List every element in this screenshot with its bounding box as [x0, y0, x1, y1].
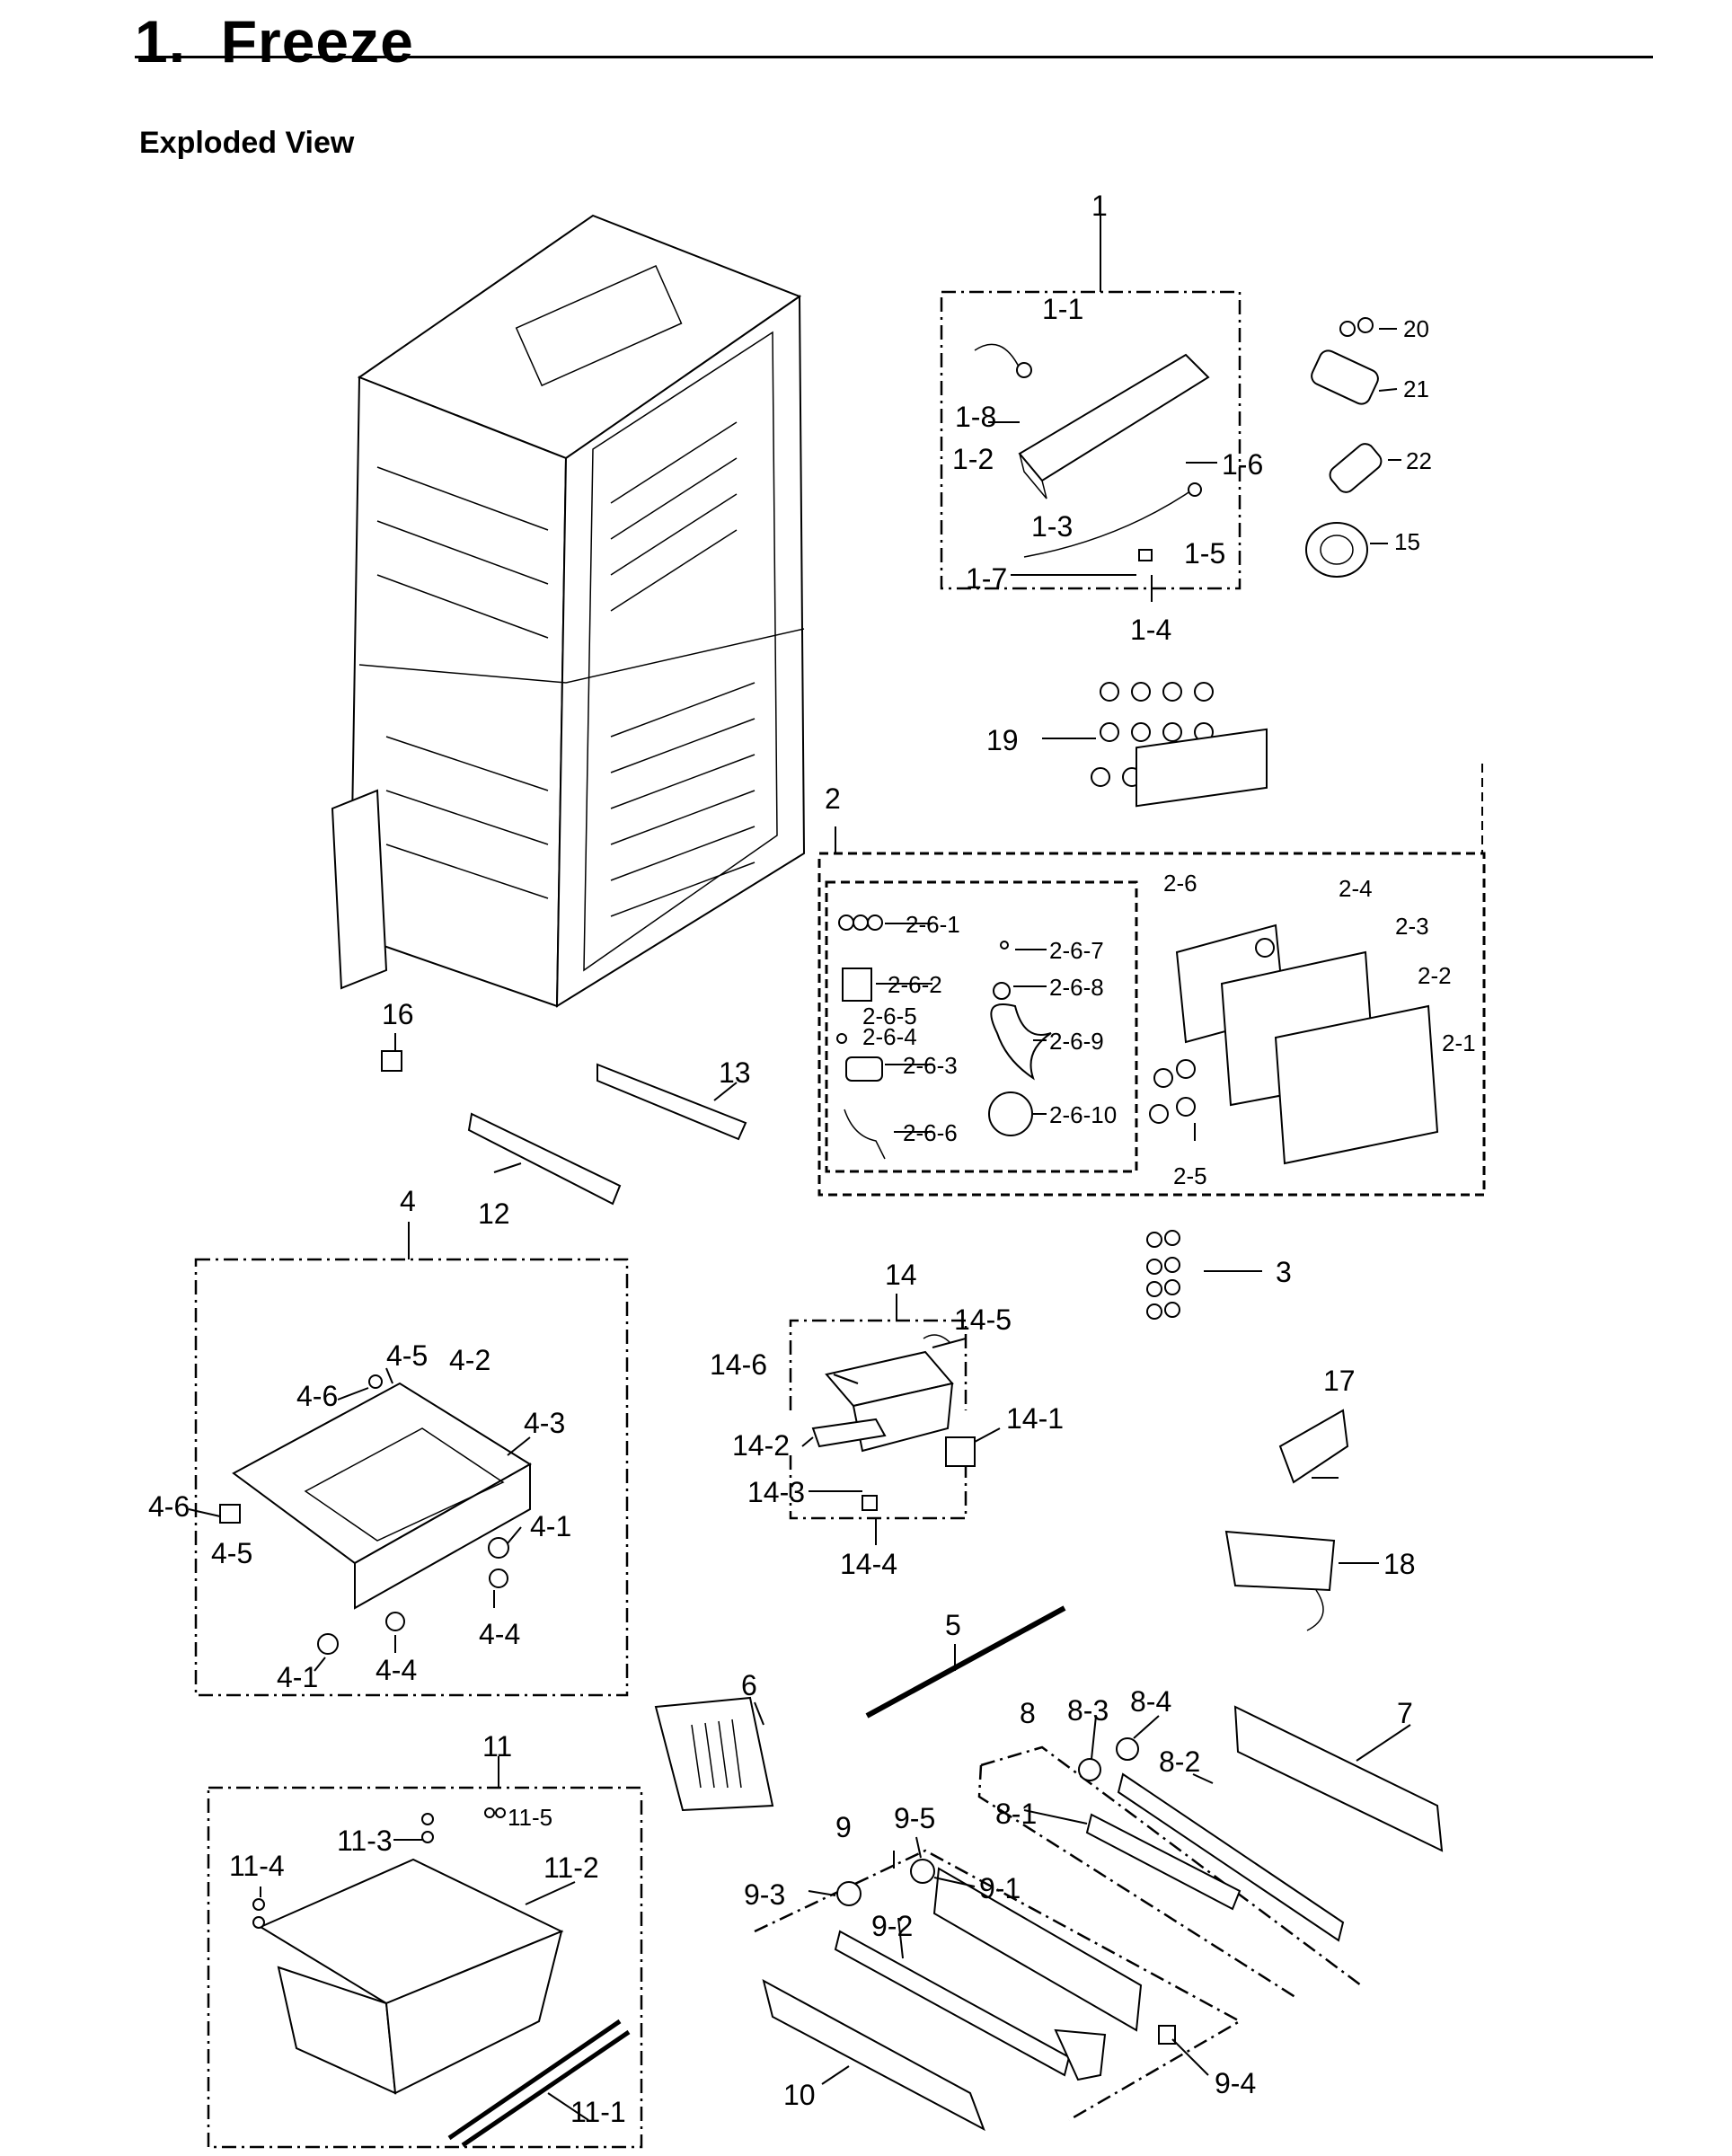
assembly-2-drawing: [817, 728, 1486, 1197]
callout-8-4: 8-4: [1130, 1685, 1171, 1718]
callout-14: 14: [885, 1259, 917, 1291]
callout-2-6-6: 2-6-6: [903, 1119, 958, 1146]
callout-18: 18: [1383, 1548, 1416, 1580]
callout-2-1: 2-1: [1442, 1029, 1476, 1056]
callout-11-5: 11-5: [508, 1804, 552, 1831]
callout-4-1: 4-1: [277, 1661, 318, 1693]
callout-2: 2: [825, 782, 841, 815]
callout-4-6: 4-6: [296, 1380, 338, 1412]
callout-15: 15: [1394, 528, 1420, 555]
callout-12: 12: [478, 1197, 510, 1230]
callout-2-6-3: 2-6-3: [903, 1052, 958, 1079]
callout-4-2: 4-2: [449, 1344, 490, 1376]
callout-2-6-10: 2-6-10: [1049, 1101, 1117, 1128]
callout-4-4: 4-4: [376, 1654, 417, 1686]
callout-1: 1: [1091, 190, 1108, 222]
assembly-14-drawing: [789, 1294, 976, 1520]
callout-2-6-8: 2-6-8: [1049, 974, 1104, 1001]
callout-4-3: 4-3: [524, 1407, 565, 1439]
callout-10: 10: [783, 2079, 816, 2111]
callout-1-5: 1-5: [1184, 537, 1225, 570]
section-subtitle: Exploded View: [139, 126, 355, 160]
callout-1-4: 1-4: [1130, 614, 1171, 646]
callout-11: 11: [482, 1730, 512, 1763]
parts-17-18-drawing: [1224, 1409, 1349, 1631]
callout-2-6-7: 2-6-7: [1049, 937, 1104, 964]
callout-4-1: 4-1: [530, 1510, 571, 1542]
callout-11-4: 11-4: [229, 1850, 285, 1882]
callout-3: 3: [1276, 1256, 1292, 1288]
callout-4-5: 4-5: [386, 1339, 428, 1372]
callout-1-6: 1-6: [1222, 448, 1263, 481]
cabinet-drawing: [331, 214, 806, 1008]
callout-2-3: 2-3: [1395, 913, 1429, 940]
callout-20: 20: [1403, 315, 1429, 342]
callout-14-2: 14-2: [732, 1429, 790, 1462]
callout-8-2: 8-2: [1159, 1745, 1200, 1778]
callout-21: 21: [1403, 376, 1429, 402]
callout-1-8: 1-8: [955, 401, 996, 433]
callout-1-2: 1-2: [952, 443, 994, 475]
title-rule: [135, 56, 1653, 58]
callout-2-6-5: 2-6-5: [862, 1003, 917, 1029]
callout-14-3: 14-3: [747, 1476, 805, 1508]
callout-11-3: 11-3: [337, 1825, 393, 1857]
callout-labels: 1 1-1 1-2 1-3 1-4 1-5 1-6 1-7 1-8 20 21 …: [148, 190, 1476, 2128]
callout-2-6-4: 2-6-4: [862, 1023, 917, 1050]
fittings-drawing: [1305, 317, 1383, 578]
callout-19: 19: [986, 724, 1019, 756]
screws-3-drawing: [1146, 1230, 1180, 1320]
callout-6: 6: [741, 1669, 757, 1701]
callout-1-7: 1-7: [966, 562, 1007, 595]
callout-11-1: 11-1: [570, 2096, 626, 2128]
callout-2-2: 2-2: [1418, 962, 1452, 989]
callout-4: 4: [400, 1185, 416, 1217]
callout-9-5: 9-5: [894, 1802, 935, 1834]
callout-2-5: 2-5: [1173, 1162, 1207, 1189]
basket-11-drawing: [207, 1756, 643, 2149]
leader-lines: [188, 328, 1411, 2121]
callout-8: 8: [1020, 1697, 1036, 1729]
callout-1-3: 1-3: [1031, 510, 1073, 543]
callout-9-4: 9-4: [1215, 2067, 1256, 2099]
callout-9-3: 9-3: [744, 1878, 785, 1911]
callout-16: 16: [382, 998, 414, 1030]
callout-2-6-1: 2-6-1: [906, 911, 960, 938]
callout-4-6: 4-6: [148, 1490, 190, 1523]
callout-22: 22: [1406, 447, 1432, 474]
callout-9: 9: [835, 1811, 852, 1843]
callout-14-1: 14-1: [1006, 1402, 1064, 1435]
callout-17: 17: [1323, 1365, 1356, 1397]
drawer-4-drawing: [194, 1222, 629, 1697]
callout-8-1: 8-1: [995, 1798, 1037, 1830]
assembly-9-drawing: [754, 1849, 1242, 2132]
parts-5-6-drawing: [654, 1605, 1066, 1812]
page-title: 1. Freeze: [135, 8, 414, 75]
callout-2-6-2: 2-6-2: [888, 971, 942, 998]
callout-9-1: 9-1: [979, 1872, 1021, 1904]
callout-11-2: 11-2: [543, 1851, 599, 1884]
rails-12-13-drawing: [381, 1050, 747, 1206]
callout-1-1: 1-1: [1042, 293, 1083, 325]
callout-5: 5: [945, 1609, 961, 1641]
callout-4-4: 4-4: [479, 1618, 520, 1650]
callout-14-6: 14-6: [710, 1348, 767, 1381]
callout-2-6-9: 2-6-9: [1049, 1028, 1104, 1055]
callout-13: 13: [719, 1056, 751, 1089]
assembly-8-drawing: [977, 1705, 1444, 2001]
callout-8-3: 8-3: [1067, 1694, 1109, 1727]
callout-4-5: 4-5: [211, 1537, 252, 1569]
callout-14-4: 14-4: [840, 1548, 897, 1580]
callout-14-5: 14-5: [954, 1303, 1012, 1336]
callout-7: 7: [1397, 1697, 1413, 1729]
assembly-1-drawing: [940, 216, 1242, 590]
callout-9-2: 9-2: [871, 1910, 913, 1942]
callout-2-4: 2-4: [1339, 875, 1373, 902]
callout-2-6: 2-6: [1163, 870, 1197, 897]
